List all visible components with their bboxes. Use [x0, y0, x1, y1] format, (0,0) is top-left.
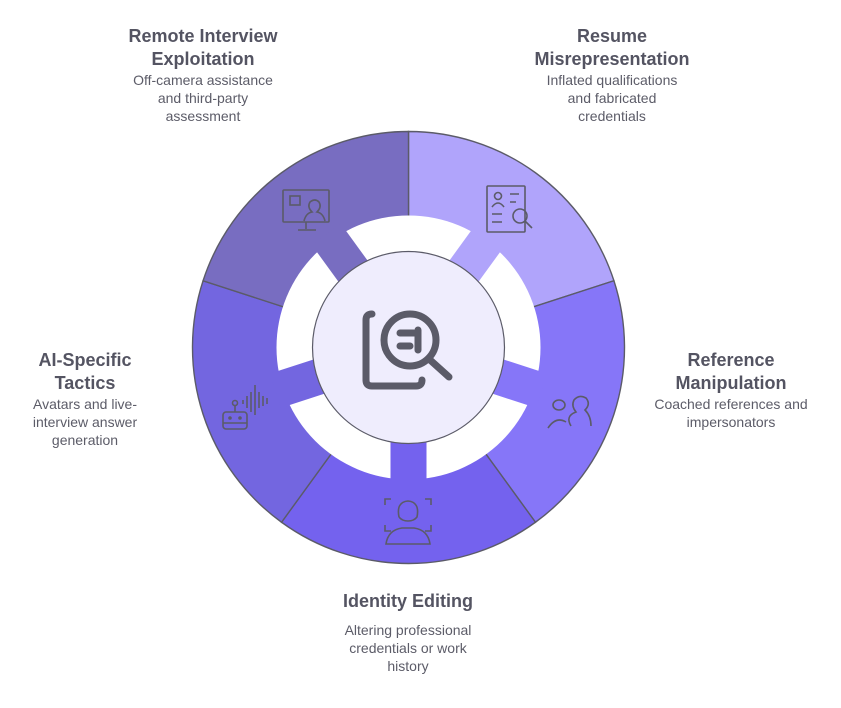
- label-reference-manipulation: Reference Manipulation Coached reference…: [621, 349, 841, 431]
- label-remote-interview-exploitation: Remote Interview Exploitation Off-camera…: [93, 25, 313, 125]
- segment-title: Misrepresentation: [534, 49, 690, 69]
- segment-title: Remote Interview: [128, 26, 278, 46]
- robot-voice-icon: [222, 385, 268, 430]
- segment-description: Altering professional: [344, 622, 472, 638]
- label-ai-specific-tactics: AI-Specific Tactics Avatars and live- in…: [0, 349, 195, 449]
- video-call-icon: [282, 189, 330, 231]
- segment-description: generation: [51, 432, 119, 448]
- segment-description: and fabricated: [567, 90, 657, 106]
- segment-description: credentials: [578, 108, 646, 124]
- segment-description: credentials or work: [349, 640, 467, 656]
- segment-description: and third-party: [157, 90, 249, 106]
- segment-description: interview answer: [32, 414, 138, 430]
- segment-description: Inflated qualifications: [546, 72, 678, 88]
- segment-title: Manipulation: [675, 373, 787, 393]
- segment-title: Tactics: [54, 373, 116, 393]
- segment-title: Reference: [687, 350, 775, 370]
- impersonator-icon: [547, 395, 592, 429]
- segment-title: Identity Editing: [343, 591, 473, 611]
- segment-description: Coached references and: [654, 396, 808, 412]
- document-search-icon: [362, 310, 453, 390]
- segment-description: assessment: [165, 108, 241, 124]
- segment-title: AI-Specific: [38, 350, 132, 370]
- resume-search-icon: [486, 185, 533, 233]
- segment-connector: [269, 358, 329, 408]
- segment-description: Avatars and live-: [32, 396, 137, 412]
- segment-description: Off-camera assistance: [133, 72, 273, 88]
- segment-description: history: [387, 658, 429, 674]
- label-resume-misrepresentation: Resume Misrepresentation Inflated qualif…: [502, 25, 722, 125]
- face-scan-icon: [384, 498, 432, 545]
- label-identity-editing: Identity Editing Altering professional c…: [298, 590, 518, 675]
- segment-title: Exploitation: [151, 49, 255, 69]
- segment-connector: [390, 437, 427, 488]
- segment-title: Resume: [576, 26, 648, 46]
- segment-description: impersonators: [686, 414, 776, 430]
- segment-connector: [488, 358, 548, 408]
